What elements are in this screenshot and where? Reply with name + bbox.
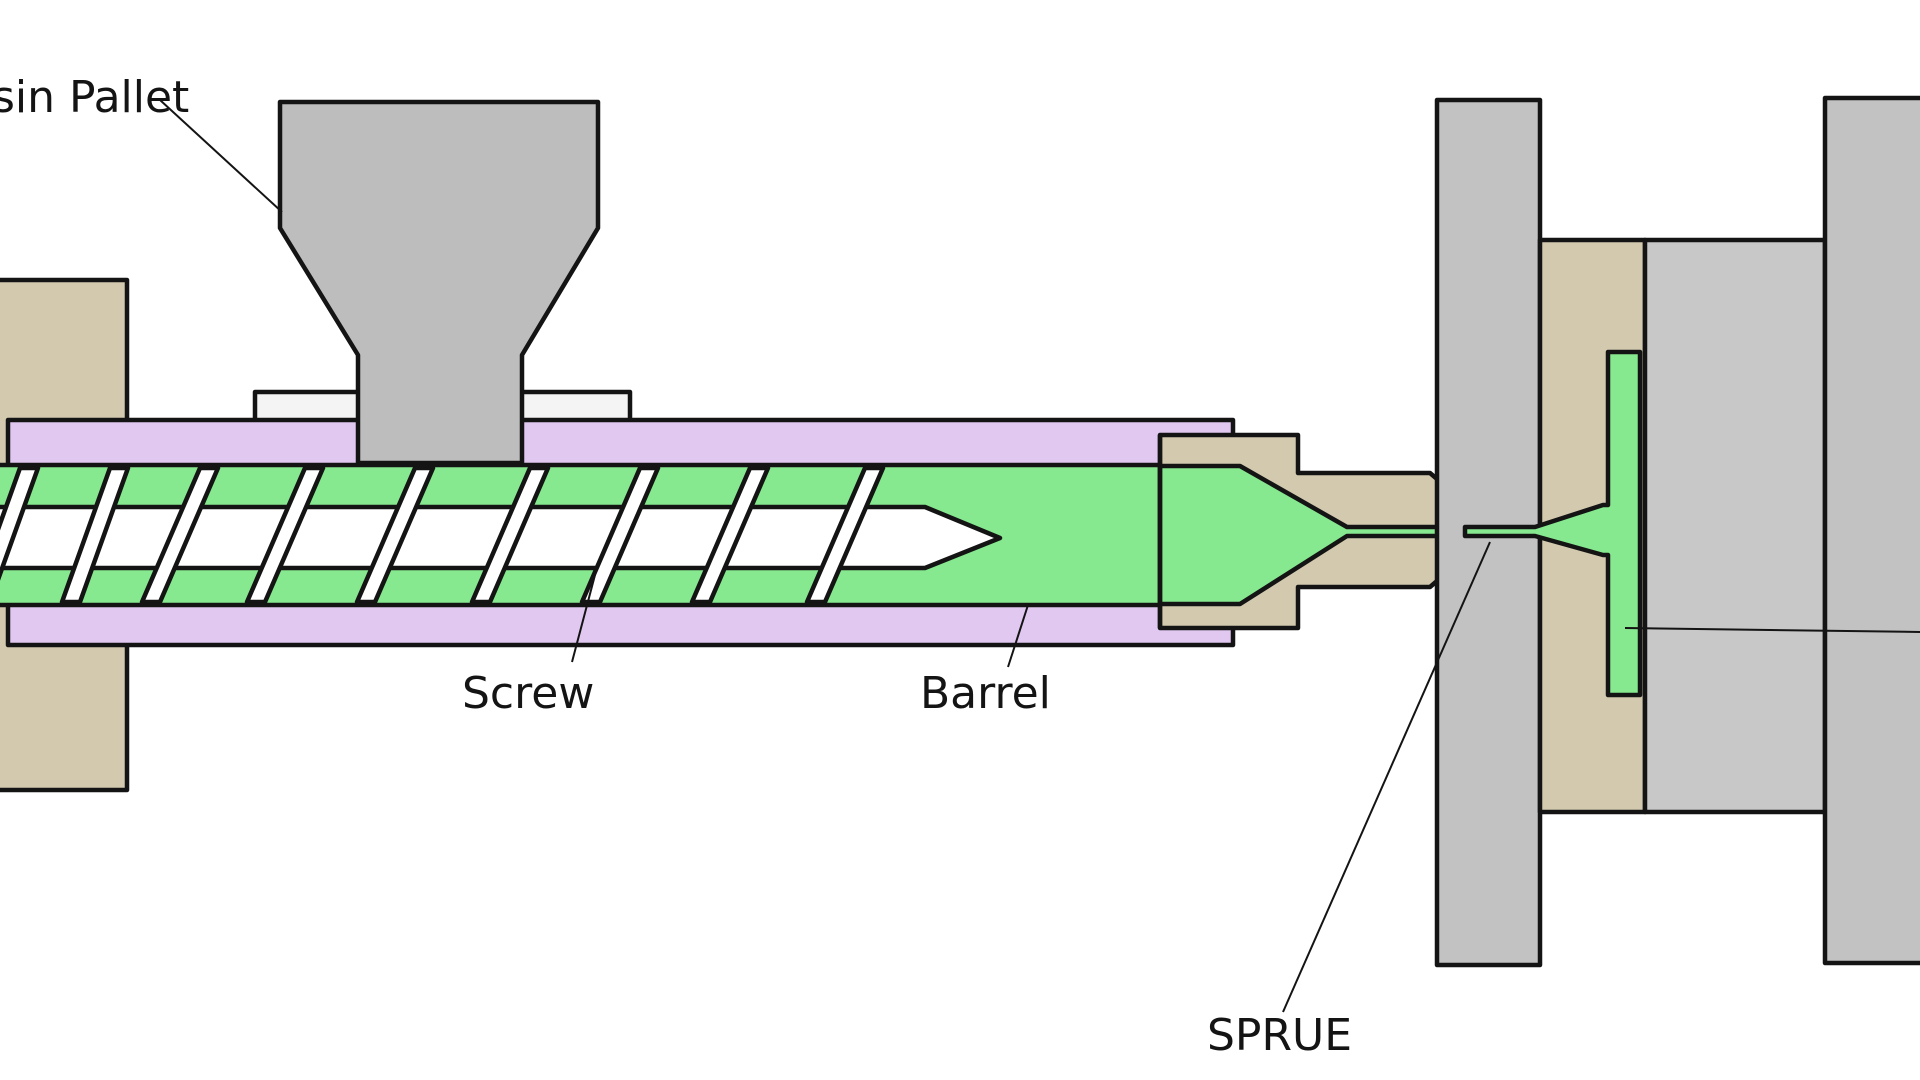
leader-sprue — [1282, 541, 1491, 1013]
label-resin-pallet: sin Pallet — [0, 72, 189, 123]
sprue-cavity — [1462, 349, 1643, 698]
mold-plate — [1642, 237, 1828, 815]
leader-screw — [571, 574, 596, 663]
right-platen — [1822, 95, 1920, 966]
leader-resin-pallet — [159, 99, 283, 213]
hopper — [277, 99, 601, 466]
parting-line — [1624, 627, 1920, 633]
screw-flights — [0, 465, 886, 605]
leader-barrel — [1007, 604, 1029, 668]
label-barrel: Barrel — [920, 668, 1051, 719]
label-sprue: SPRUE — [1207, 1010, 1352, 1061]
label-screw: Screw — [462, 668, 594, 719]
